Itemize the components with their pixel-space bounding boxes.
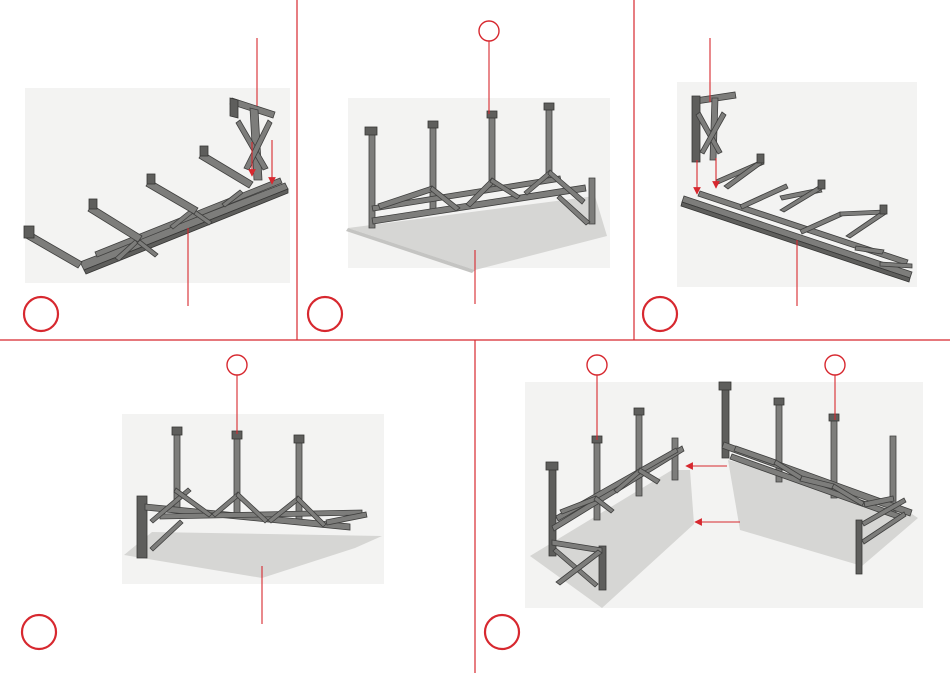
step-2-part-marker xyxy=(479,21,499,41)
step-1-end-post xyxy=(24,226,34,238)
step-2-panel xyxy=(308,21,610,331)
step-5-right-part-marker xyxy=(825,355,845,375)
step-5-marker xyxy=(485,615,519,649)
step-4-panel xyxy=(22,355,384,649)
step-3-marker xyxy=(643,297,677,331)
step-4-part-marker xyxy=(227,355,247,375)
step-4-marker xyxy=(22,615,56,649)
step-5-left-part-marker xyxy=(587,355,607,375)
step-2-marker xyxy=(308,297,342,331)
step-1-panel xyxy=(24,38,290,331)
step-1-marker xyxy=(24,297,58,331)
step-3-panel xyxy=(643,38,917,331)
step-5-panel xyxy=(485,355,923,649)
